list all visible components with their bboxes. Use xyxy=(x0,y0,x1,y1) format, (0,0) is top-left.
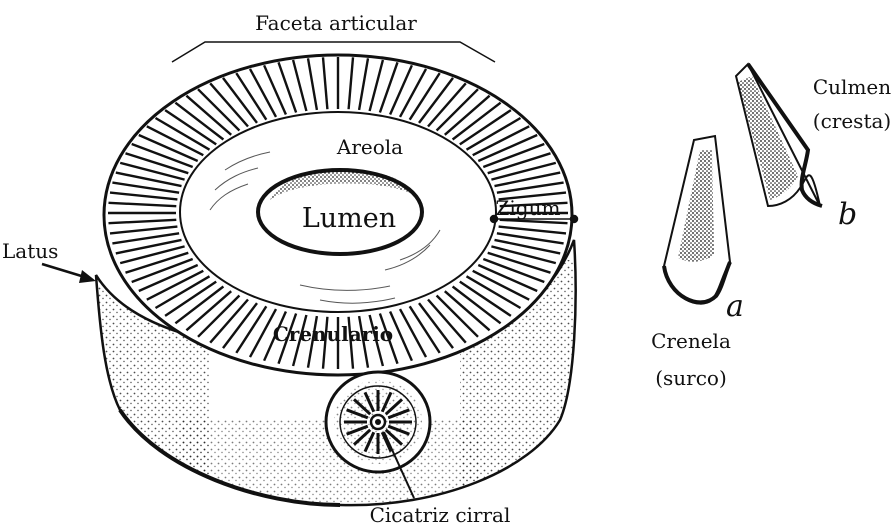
label-latus: Latus xyxy=(2,239,58,263)
label-culmen: Culmen xyxy=(813,75,891,99)
label-zigum: Zigum xyxy=(496,196,561,220)
label-faceta-articular: Faceta articular xyxy=(255,11,417,35)
label-crenela-sub: (surco) xyxy=(655,366,727,390)
label-cicatriz-cirral: Cicatriz cirral xyxy=(370,503,511,527)
culmen-section-b xyxy=(736,64,822,206)
cicatriz-cirral-scar xyxy=(326,372,430,472)
latus-arrow xyxy=(42,264,96,283)
label-crenela: Crenela xyxy=(651,329,731,353)
label-culmen-sub: (cresta) xyxy=(813,109,891,133)
label-figure-a: a xyxy=(726,289,744,324)
crenella-section-a xyxy=(664,136,730,304)
label-crenulario: Crenulario xyxy=(273,322,393,346)
label-figure-b: b xyxy=(838,197,857,232)
label-lumen: Lumen xyxy=(302,203,396,234)
columnal-drawing xyxy=(90,55,590,520)
label-areola: Areola xyxy=(336,135,403,159)
